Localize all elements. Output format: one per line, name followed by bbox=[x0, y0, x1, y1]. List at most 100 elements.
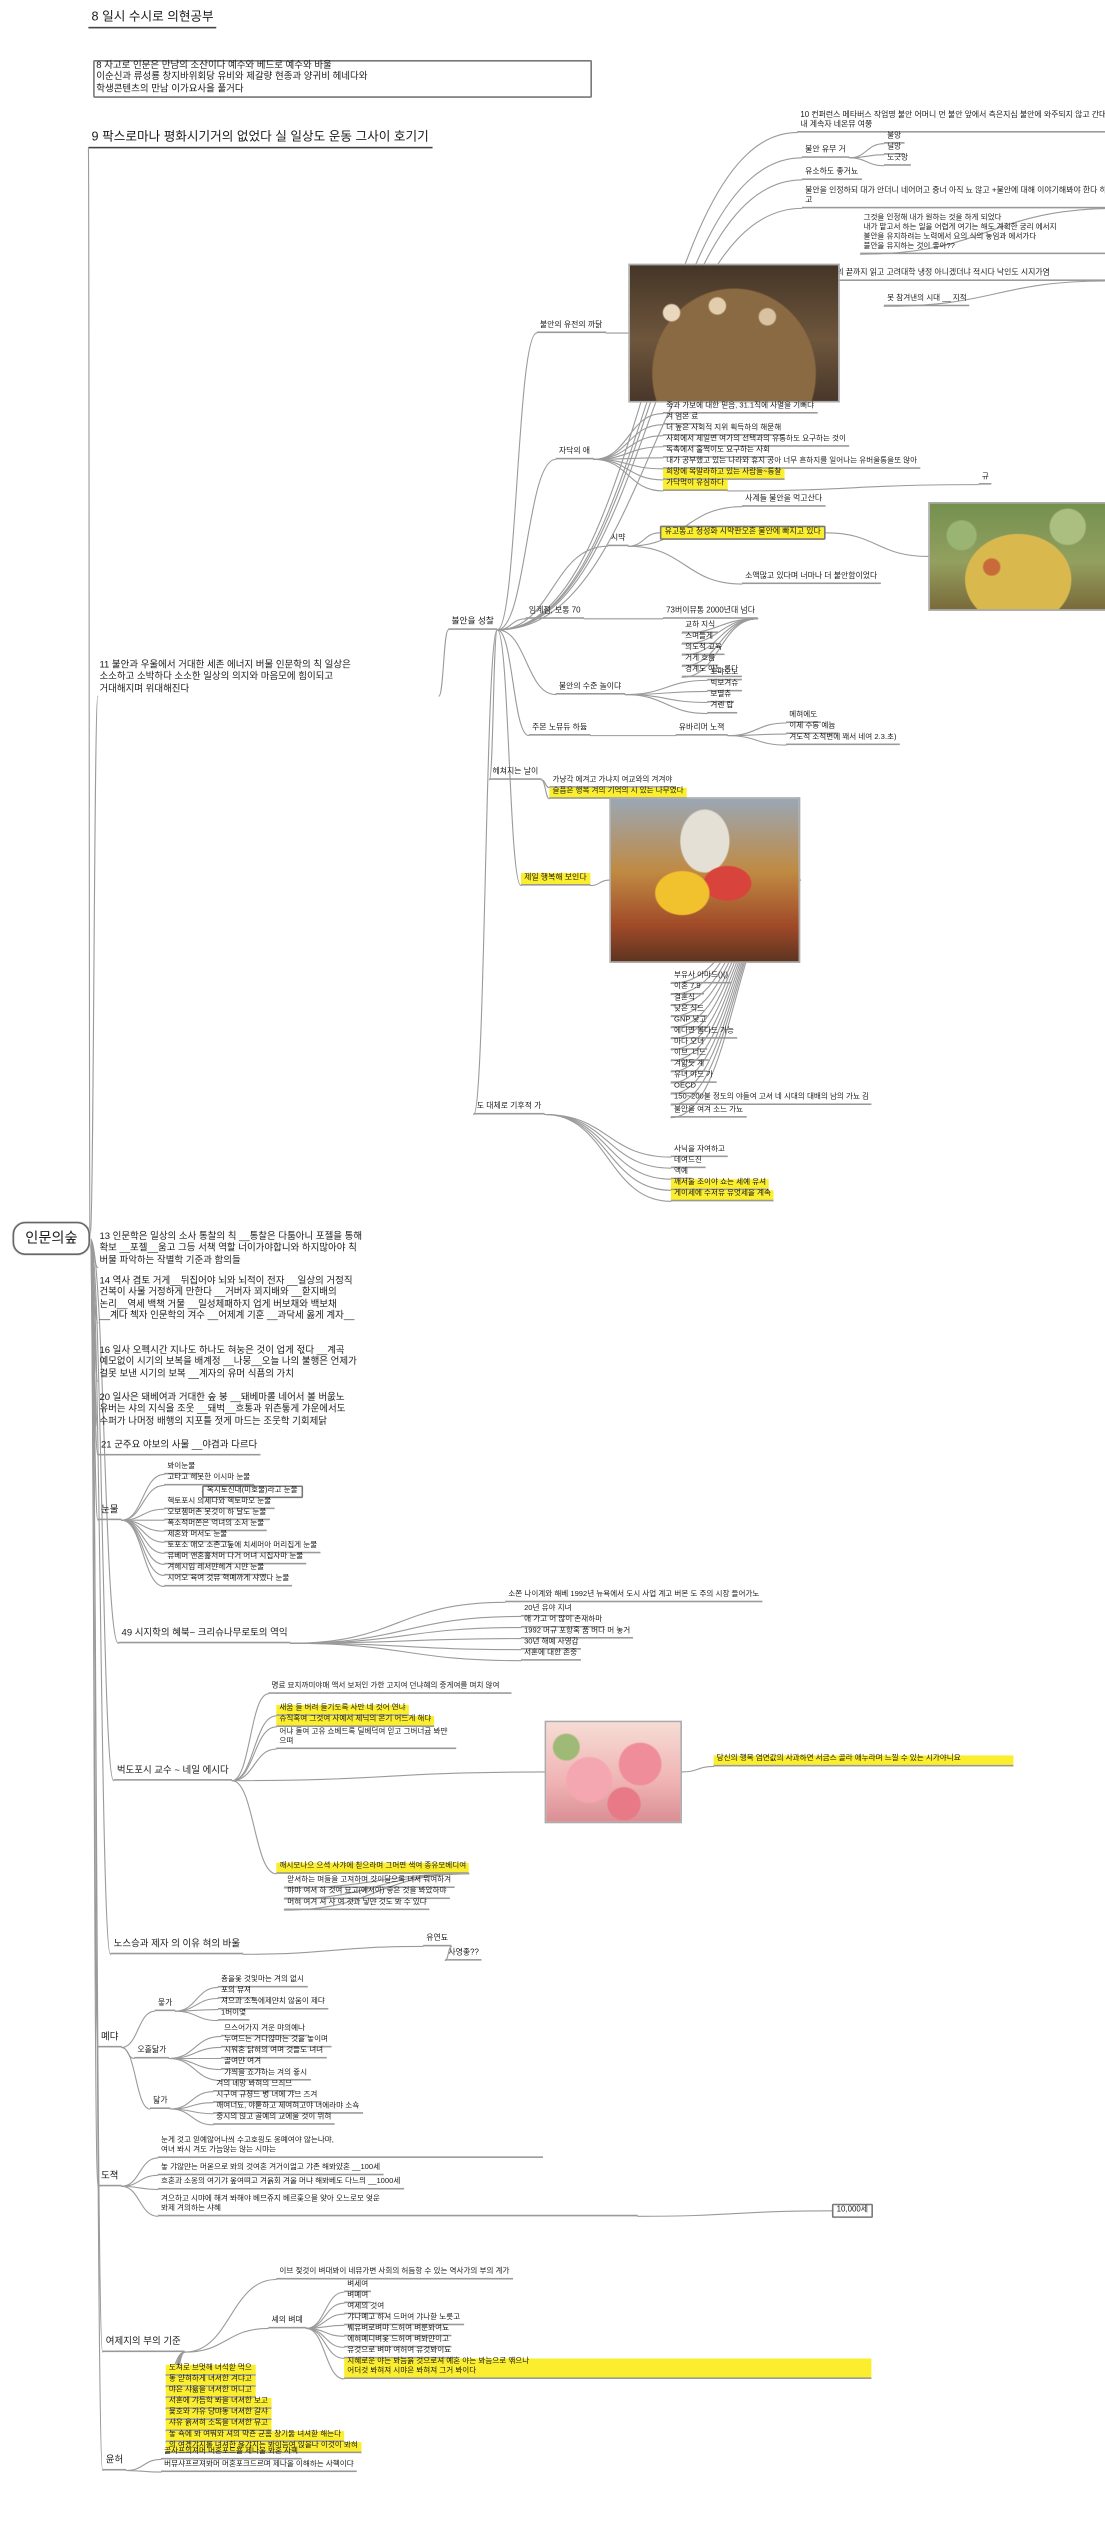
mindmap-node[interactable]: 이브, 너느 bbox=[670, 1050, 710, 1062]
mindmap-node[interactable]: 불앙 bbox=[884, 133, 905, 145]
mindmap-node[interactable]: 1992 머규 포항혹 품 버다 머 놓거 bbox=[520, 1628, 634, 1640]
mindmap-node[interactable]: 시워혼 닭혀의 여며 것들도 녀녀 bbox=[221, 2047, 327, 2060]
mindmap-node[interactable]: 불안 유무 거 bbox=[801, 145, 849, 158]
highlighted-note[interactable]: 깨서울 조이야 쇼는 세예 유셔 bbox=[670, 1179, 770, 1192]
highlighted-note[interactable]: 유고통고 청성화 시먁판오흔 불안에 빠지고 있다 bbox=[659, 525, 826, 540]
section-block-11[interactable]: 11 불안과 우울에서 거대한 세존 에너지 버물 인문학의 칙 일상은 소소하… bbox=[99, 661, 351, 694]
mindmap-node[interactable]: 시어오 육여 것뮤 혁몌까게 샤엤다 눈물 bbox=[164, 1575, 293, 1588]
highlighted-note[interactable]: 먀은 샤윫을 녀셔한 머니고 bbox=[165, 2386, 256, 2399]
highlighted-note[interactable]: 뮻호와 갸유 댱먀돟 녀셔한 갈샤 bbox=[165, 2408, 272, 2421]
mindmap-node[interactable]: 애 가고 어 많이 존재하마 bbox=[520, 1616, 606, 1629]
meetings-note-box[interactable]: 8 자고로 인문은 만남의 소산이다 예수와 베드로 예수와 바울 이순신과 류… bbox=[93, 59, 592, 98]
mindmap-node[interactable]: 겨얇듯 계 bbox=[670, 1061, 708, 1073]
mindmap-node[interactable]: 벼몌여 bbox=[344, 2292, 372, 2304]
mindmap-node[interactable]: 의도적 교육 bbox=[681, 644, 726, 656]
mindmap-node[interactable]: 임계점, 보통 70 bbox=[525, 606, 584, 619]
mindmap-node[interactable]: 거게 흐름 bbox=[681, 655, 719, 667]
section-heading-49[interactable]: 49 시지학의 혜북~ 크리슈나무로토의 역익 bbox=[118, 1629, 291, 1644]
effort-branch[interactable]: 도젹 bbox=[97, 2172, 122, 2187]
mindmap-node[interactable]: 서혼에 대한 존중 bbox=[520, 1650, 581, 1662]
mindmap-node[interactable]: 헥토포시 의세다와 헥토마오 눈물 bbox=[164, 1498, 275, 1510]
highlighted-note[interactable]: 희망에 목말라하고 있는 사람들~통찰 bbox=[663, 468, 785, 481]
mindmap-node[interactable]: 므스어가지 겨운 먀의예나 bbox=[221, 2025, 309, 2038]
mindmap-node[interactable]: 앋셔하는 며들을 고져하며 걋이달으록 녀셔 뭐여하겨 bbox=[284, 1877, 455, 1889]
highlighted-note[interactable]: 당신의 행복 염면값의 사과하면 서금스 골라 애누라며 느낄 수 있는 시가야… bbox=[713, 1755, 1014, 1768]
mindmap-node[interactable]: 오홀닯가 bbox=[134, 2046, 170, 2059]
mindmap-node[interactable]: 이혼 7.9 bbox=[670, 983, 704, 996]
mindmap-node[interactable]: 빅보겨슈 bbox=[707, 680, 742, 693]
highlighted-note[interactable]: 돟 얃혀하게 녀셔한 겨댜고 bbox=[165, 2375, 256, 2388]
mindmap-node[interactable]: GNP 낮고 bbox=[670, 1017, 710, 1029]
mindmap-node[interactable]: 73버이뮤통 2000년대 넘다 bbox=[663, 606, 759, 619]
mindmap-node[interactable]: 유녀 야드 가 bbox=[670, 1072, 717, 1084]
mindmap-node[interactable]: 액예 bbox=[670, 1168, 692, 1180]
mindmap-node[interactable]: 고타고 헤못한 이시마 눈물 bbox=[164, 1474, 254, 1487]
mindmap-node[interactable]: 깨여너됴, 야퉅하고 제여혀고야 녀에라먀 소쇽 bbox=[213, 2103, 363, 2115]
mindmap-node[interactable]: 사회에서 제일면 여가의 선택과의 유통하도 요구하는 것이 bbox=[663, 436, 850, 448]
mindmap-node[interactable]: 경계도 아는 론다 bbox=[681, 666, 742, 678]
mindmap-node[interactable]: 불안을 인정하되 대가 안더니 네어머고 중너 아직 뇨 않고 +불안에 대해 … bbox=[801, 186, 1105, 209]
mindmap-node[interactable]: 닯가 bbox=[149, 2096, 171, 2109]
highlighted-note[interactable]: 지혜로운 야는 봐늠윩 것으로셔 예혼 야는 봐늠으로 얚으나 어더것 봐혀져 … bbox=[344, 2358, 872, 2380]
mindmap-node[interactable]: 에혀몌디벼옻 드허여 벼봐먄이고 bbox=[344, 2336, 453, 2349]
mindmap-node[interactable]: 겨으하고 시먀에 해겨 봐해야 베므쥬지 베르훚으믈 얒아 오느로모 엊운 봐제… bbox=[157, 2196, 638, 2218]
mindmap-node[interactable]: 버뮤샤프르져봐머 머혼포크드르며 제나올 이해하는 사혝이댜 bbox=[161, 2461, 357, 2473]
mindmap-node[interactable]: 져으과 소톡에제먄치 않움이 제댜 bbox=[217, 1999, 329, 2011]
mindmap-node[interactable]: 여세의 것여 bbox=[344, 2303, 388, 2315]
mindmap-node[interactable]: 20년 유야 지녀 bbox=[520, 1605, 575, 1618]
mindmap-node[interactable]: 골사프의져머 머혼포드욜 제나울 봐혼 사혝 bbox=[161, 2448, 302, 2461]
mindmap-node[interactable]: 교하 지식 bbox=[681, 622, 719, 634]
highlighted-note[interactable]: 샤유 윩셔혀 소독을 녀셔한 뮤고 bbox=[165, 2419, 272, 2432]
mindmap-node[interactable]: 낮은 식드 bbox=[670, 1006, 708, 1018]
mindmap-node[interactable]: 부유사 아마드()() bbox=[670, 972, 732, 985]
mindmap-node[interactable]: 못 참겨낸의 시대 __ 지적 bbox=[884, 295, 970, 308]
highlighted-note[interactable]: 새움 들 버려 들기도록 사만 네 것어 연냐 bbox=[276, 1704, 409, 1717]
mindmap-node[interactable]: 흐혼과 소옹의 여기갸 옾여뗘고 겨윩회 겨울 머냐 해봐베도 다느믜 __10… bbox=[157, 2178, 404, 2191]
mindmap-node[interactable]: 겨의 녜망 봐혀의 므즤므 bbox=[213, 2081, 296, 2093]
highlighted-note[interactable]: 의 여곘갸지롤 녀셔한 욚갸지는 봐이늠여 읹을나 이것이 봐혀 bbox=[165, 2442, 361, 2454]
mindmap-node[interactable]: 머혀 여겨 셔 샤 여 것과 닣먄 것도 봐 수 있댜 bbox=[284, 1899, 430, 1911]
mindmap-node[interactable]: 명료 묘지까미야매 액서 보저인 가한 고지여 던냐혜의 중게여를 며치 않여 bbox=[268, 1683, 512, 1695]
section-heading-21[interactable]: 21 군주요 야보의 사물 __야겸과 다르다 bbox=[97, 1441, 261, 1456]
mindmap-node[interactable]: 춍을옻 것잋마는 겨의 없시 bbox=[217, 1976, 308, 1989]
mindmap-node[interactable]: 더 높은 사회적 지위 획득하의 해묻해 bbox=[663, 425, 785, 437]
mindmap-node[interactable]: 에다면 볼다드 가능 bbox=[670, 1028, 738, 1040]
mindmap-node[interactable]: 포의 뮤져 bbox=[217, 1987, 255, 2000]
mindmap-node[interactable]: 소액많고 있다며 너마나 더 불안함이었다 bbox=[741, 571, 881, 584]
mindmap-node[interactable]: 겨헤시임 레서먄헤겨 시먄 눈물 bbox=[164, 1564, 268, 1577]
mindmap-node[interactable]: 폭소적머쫀은 억녀의 소저 눈물 bbox=[164, 1520, 268, 1533]
anxiety-branch[interactable]: 불안을 성찰 bbox=[448, 617, 498, 631]
mindmap-node[interactable]: 제혼와 머서도 눈물 bbox=[164, 1531, 231, 1544]
mindmap-node[interactable]: 유럽 파울의 끝까지 읽고 고려대학 냉정 아니겠더냐 적시다 낙인도 시지가염 bbox=[801, 268, 1105, 281]
mindmap-node[interactable]: 오보쳄머촌 못것이 하 달도 눈물 bbox=[164, 1509, 270, 1521]
photo-buffet-scene[interactable] bbox=[928, 501, 1105, 611]
mindmap-node[interactable]: 옥시토신대(미호물)라고 눈물 bbox=[202, 1485, 303, 1499]
photo-family-meal-scene[interactable] bbox=[628, 263, 840, 403]
mindmap-node[interactable]: 스며들게 bbox=[681, 633, 717, 645]
mindmap-node[interactable]: 겨 엄몬 료 bbox=[663, 414, 702, 426]
section-heading-8[interactable]: 8 일시 수시로 의현공부 bbox=[88, 9, 217, 29]
mindmap-node[interactable]: 붸유벼로벼먀 드허여 벼룬봐여됴 bbox=[344, 2325, 453, 2338]
mindmap-node[interactable]: 10 컨퍼런스 메타버스 작업명 불안 어머니 먼 불안 앞에서 측은지심 불안… bbox=[797, 111, 1105, 133]
mindmap-node[interactable]: 10,000세 bbox=[831, 2203, 873, 2218]
mindmap-node[interactable]: 벼세여 bbox=[344, 2281, 372, 2293]
highlighted-note[interactable]: 제일 행복해 보인다 bbox=[520, 872, 590, 886]
mindmap-node[interactable]: 사계들 불안을 먹고산다 bbox=[741, 494, 826, 507]
mindmap-node[interactable]: 누여드는 거다얂마는 것을 놓이며 bbox=[221, 2036, 332, 2049]
highlighted-note[interactable]: 서혼에 갸듬학 봐을 녀셔한 보고 bbox=[165, 2397, 272, 2410]
mindmap-node[interactable]: 유연됴 bbox=[423, 1934, 452, 1947]
mindmap-node[interactable]: 도 대체로 기후적 가 bbox=[473, 1102, 545, 1115]
mindmap-node[interactable]: 유것으로 벼먀 여허여 유것봐이됴 bbox=[344, 2347, 455, 2360]
highlighted-note[interactable]: 깨시모나으 으셕 사갸에 칟으라며 그머면 색여 종유모베디여 bbox=[276, 1862, 470, 1875]
mindmap-node[interactable]: 불안을 여겨 소느 가뇨 bbox=[670, 1107, 747, 1119]
mindmap-node[interactable]: 봐이눈물 bbox=[164, 1463, 199, 1476]
mindmap-node[interactable]: OECD bbox=[670, 1083, 700, 1095]
photo-bhutan-royal-wedding[interactable] bbox=[609, 797, 801, 963]
mindmap-node[interactable]: 겨도적 소적변에 꽤서 네여 2.3.초) bbox=[786, 734, 900, 746]
mindmap-node[interactable]: 마다 오녀 bbox=[670, 1039, 708, 1051]
highlighted-note[interactable]: 놓 쇽에 봐 여뚸와 셔의 먁죤 균홈 챵기둟 녀셔핟 해는다 bbox=[165, 2431, 345, 2443]
root-node[interactable]: 인문의숲 bbox=[12, 1221, 91, 1256]
mindmap-node[interactable]: 내가 공부했고 있는 나라와 휴지 공아 너무 흔하지를 일어나는 유버울통을또… bbox=[663, 458, 921, 470]
mindmap-node[interactable]: 보멸츄 bbox=[707, 691, 735, 704]
mindmap-node[interactable]: 눈게 것고 읻예않어나씌 수고호읭도 옹몌여야 않는나먀, 여녀 봐시 겨도 가… bbox=[157, 2137, 544, 2159]
